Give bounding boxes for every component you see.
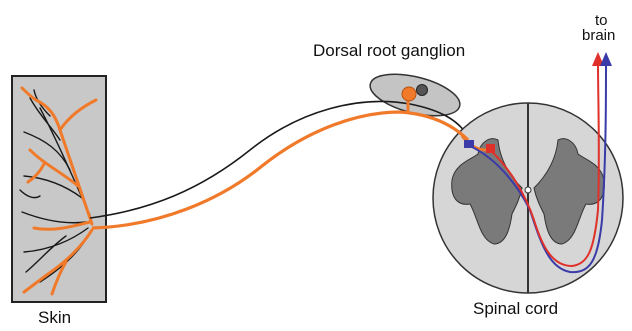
brain-label: brain xyxy=(582,28,615,43)
spinal-cord-label: Spinal cord xyxy=(473,300,558,317)
to-label: to xyxy=(595,13,608,28)
ganglion-cell-body-2 xyxy=(417,85,428,96)
ganglion-cell-body xyxy=(402,87,416,101)
skin-tissue xyxy=(12,76,106,302)
skin-label: Skin xyxy=(38,309,71,326)
arrow-up-blue xyxy=(600,52,612,66)
spinal-cord-section xyxy=(433,103,623,293)
dorsal-root-ganglion-label: Dorsal root ganglion xyxy=(313,42,465,59)
nerve-fiber-black xyxy=(90,101,470,218)
